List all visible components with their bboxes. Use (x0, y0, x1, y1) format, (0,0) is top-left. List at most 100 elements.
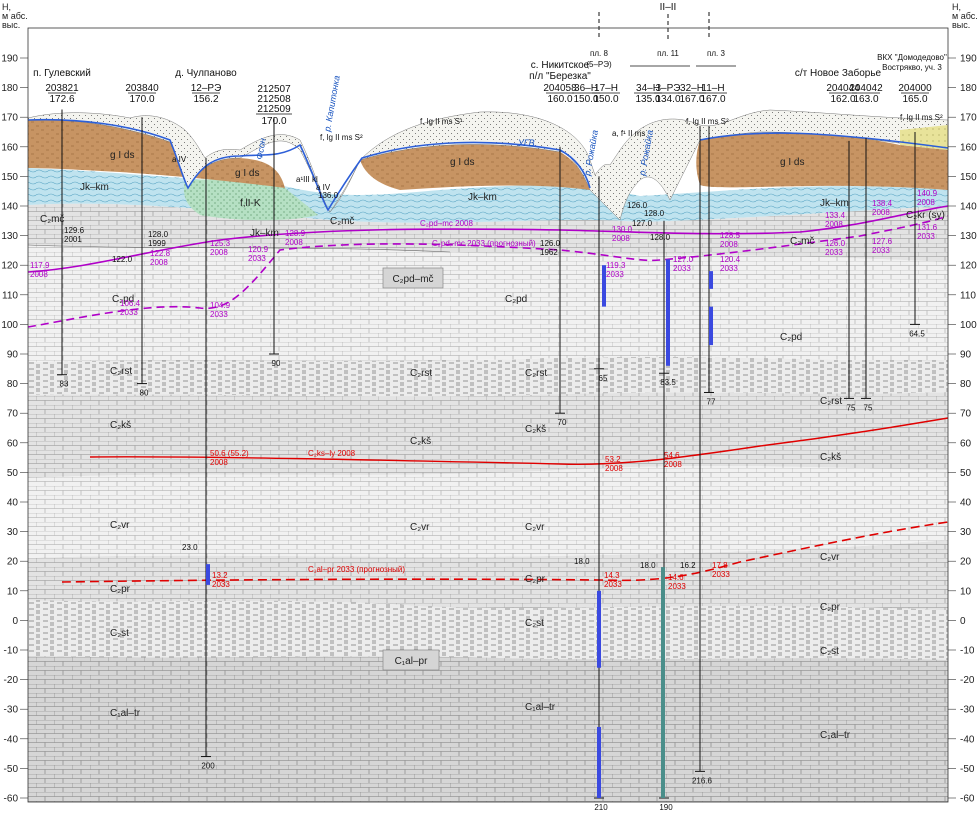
level-value: 125.3 (210, 239, 231, 248)
level-year: 2033 (668, 582, 686, 591)
boxed-label-bg (382, 649, 440, 671)
left-tick-label: 110 (2, 290, 18, 301)
right-tick-label: 20 (960, 557, 972, 568)
left-tick-label: 120 (1, 261, 18, 272)
well-elevation: 156.2 (193, 94, 218, 105)
layer-label-c2vr: C₂vr (525, 522, 545, 533)
well-elevation: 165.0 (902, 94, 927, 105)
level-value: 50.6 (55.2) (210, 449, 249, 458)
right-tick-label: 130 (960, 231, 977, 242)
screen-interval (709, 306, 713, 346)
layer-label-c2pr: C₂pr (525, 574, 546, 585)
section-5re: (5–РЭ) (586, 60, 612, 69)
left-tick-label: 10 (7, 586, 19, 597)
layer-label-c2rst: C₂rst (820, 396, 842, 407)
label-aiv-right: a IV (316, 183, 331, 192)
level-year: 2033 (210, 310, 228, 319)
level-year: 2008 (872, 208, 890, 217)
label-flg-ms2: f, lg II ms S² (320, 133, 363, 142)
level-value: 18.0 (640, 561, 656, 570)
well-elevation: 167.0 (700, 94, 725, 105)
level-year: 2008 (150, 258, 168, 267)
right-tick-label: 80 (960, 379, 972, 390)
layer-label-jkkm: Jk–km (820, 198, 849, 209)
axis-title-left: выс. (2, 20, 20, 30)
level-value: 130.0 (612, 225, 633, 234)
well-depth: 210 (594, 803, 608, 812)
settlement-gulevsky: п. Гулевский (33, 68, 91, 79)
layer-label-c2mc: C₂mč (790, 236, 814, 247)
left-tick-label: 180 (1, 83, 18, 94)
settlement-nikitskoe: с. Никитское (531, 60, 590, 71)
label-a-ms: a, f¹ II ms (612, 129, 645, 138)
left-tick-label: 50 (7, 468, 19, 479)
level-alpr-2033 (61, 521, 949, 583)
left-tick-label: 130 (1, 231, 18, 242)
layer-label-glds: g I ds (780, 157, 804, 168)
left-tick-label: -50 (4, 764, 19, 775)
well-id: 11–Н (701, 83, 724, 94)
layer-label-c2pd: C₂pd (505, 294, 527, 305)
level-value: 117.9 (30, 261, 50, 270)
level-value: 14.6 (668, 573, 684, 582)
level-year: 2008 (664, 460, 682, 469)
section-name: II–II (660, 2, 677, 13)
annotation-pdmc-2008: C₂pd–mc 2008 (420, 219, 473, 228)
well-elevation: 135.0 (635, 94, 660, 105)
axis-title-right: H, (952, 2, 961, 12)
level-year: 2001 (64, 235, 82, 244)
layer-label-jkkm: Jk–km (250, 228, 279, 239)
settlement-vostryakovo: Вострякво, уч. 3 (882, 63, 942, 72)
level-year: 2033 (712, 570, 730, 579)
layer-label-glds: g I ds (110, 150, 134, 161)
level-value: 122.8 (150, 249, 171, 258)
well-depth: 190 (659, 803, 673, 812)
layer-c2st (28, 600, 948, 660)
settlement-chulpanovo: д. Чулпаново (175, 68, 237, 79)
level-value: 127.0 (632, 219, 653, 228)
level-year: 2033 (604, 580, 622, 589)
right-tick-label: 170 (960, 113, 977, 124)
layer-c2vr (28, 465, 948, 558)
level-year: 2008 (285, 238, 303, 247)
label-aiii-kl: a¹III kl (296, 175, 318, 184)
well-depth: 80 (140, 389, 149, 398)
layer-label-c2pd: C₂pd (112, 294, 134, 305)
level-year: 2033 (917, 232, 935, 241)
well-id: 204058 (543, 83, 577, 94)
well-elevation: 172.6 (49, 94, 74, 105)
level-value: 140.9 (917, 189, 938, 198)
well-id: 212509 (257, 104, 291, 115)
screen-interval (666, 259, 670, 366)
screen-interval (602, 265, 606, 307)
well-depth: 75 (847, 403, 856, 412)
annotation-pdmc-2033: C₂pd–mc 2033 (прогнозный) (432, 239, 536, 248)
well-id: 212508 (257, 94, 291, 105)
level-value: 106.4 (120, 299, 141, 308)
layer-label-glds: g I ds (235, 168, 259, 179)
level-value: 128.0 (650, 233, 671, 242)
level-value: 54.6 (664, 451, 680, 460)
well-id: 212507 (257, 84, 291, 95)
well-id: 204042 (849, 83, 883, 94)
level-value: 128.0 (148, 230, 169, 239)
layer-glds-mid (360, 144, 590, 190)
right-tick-label: 140 (960, 202, 977, 213)
layer-label-c2ks: C₂kš (110, 420, 131, 431)
right-tick-label: 10 (960, 586, 972, 597)
well-id: 3–РЭ (656, 83, 681, 94)
left-tick-label: 140 (1, 202, 18, 213)
settlement-domodedovo: ВКХ "Домодедово" (877, 53, 947, 62)
right-tick-label: -10 (960, 646, 975, 657)
layer-label-c2vr: C₂vr (410, 522, 430, 533)
layer-label-c2rst: C₂rst (410, 368, 432, 379)
layer-label-c1altr: C₁al–tr (820, 730, 851, 741)
layer-c2pd (28, 245, 948, 362)
level-value: 138.4 (872, 199, 893, 208)
level-value: 128.9 (285, 229, 306, 238)
level-year: 2008 (210, 458, 228, 467)
settlement-berezka: п/л "Березка" (529, 71, 591, 82)
well-depth: 65 (599, 374, 608, 383)
layer-label-c2st: C₂st (110, 628, 129, 639)
layer-label-c2mc: C₂mč (330, 216, 354, 227)
